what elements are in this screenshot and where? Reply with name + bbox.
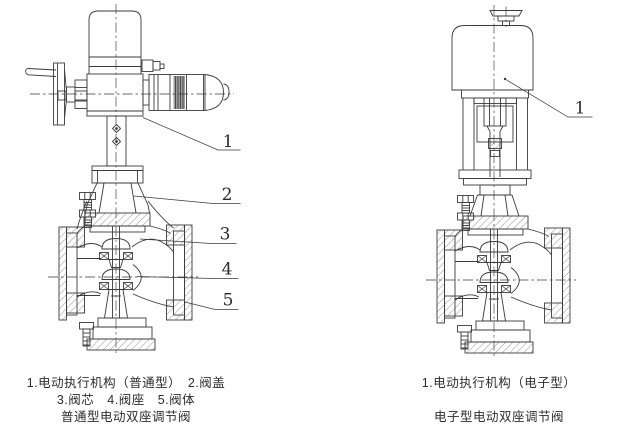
- callout-label-1: 1: [223, 132, 234, 152]
- left-callouts: 1 2 3 4 5: [133, 117, 241, 311]
- left-actuator: [25, 4, 234, 230]
- callout-label-3: 3: [220, 225, 231, 245]
- left-caption-title: 普通型电动双座调节阀: [60, 410, 191, 424]
- right-actuator: [451, 5, 534, 217]
- right-valve-figure: 1: [425, 5, 593, 360]
- callout-label-4: 4: [222, 260, 233, 280]
- callout-label-2: 2: [222, 185, 233, 205]
- right-valve-body: [425, 195, 577, 360]
- right-callouts: 1: [503, 77, 593, 119]
- left-caption-line-1: 1.电动执行机构（普通型） 2.阀盖: [26, 376, 226, 390]
- right-caption: 1.电动执行机构（电子型） 电子型电动双座调节阀: [387, 375, 611, 426]
- left-valve-body: [47, 192, 199, 357]
- right-caption-title: 电子型电动双座调节阀: [433, 410, 564, 424]
- right-caption-line-1: 1.电动执行机构（电子型）: [421, 376, 577, 390]
- left-caption: 1.电动执行机构（普通型） 2.阀盖 3.阀芯 4.阀座 5.阀体 普通型电动双…: [14, 375, 238, 426]
- left-caption-line-2: 3.阀芯 4.阀座 5.阀体: [56, 393, 196, 407]
- left-valve-figure: 1 2 3 4 5: [25, 4, 241, 357]
- callout-label-right-1: 1: [575, 99, 586, 119]
- callout-label-5: 5: [223, 291, 234, 311]
